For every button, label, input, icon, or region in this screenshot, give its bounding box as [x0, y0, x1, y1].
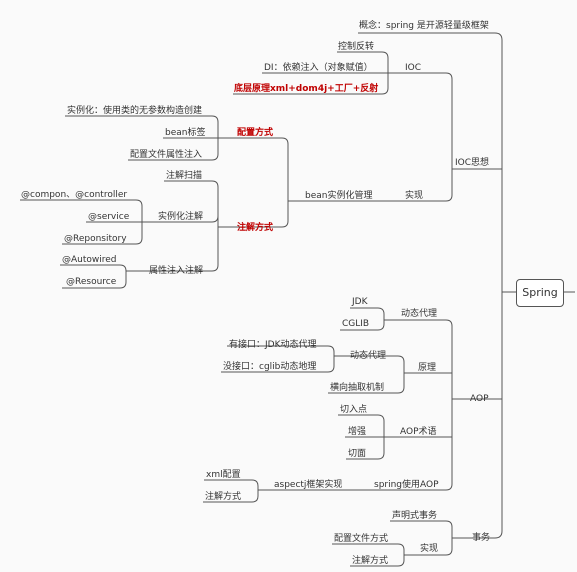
node-annotation-way[interactable]: 注解方式 [237, 223, 274, 233]
node-aop-horizontal[interactable]: 横向抽取机制 [330, 383, 385, 393]
node-anno-autowired[interactable]: @Autowired [62, 255, 117, 265]
node-aop-without-interface[interactable]: 没接口：cglib动态地理 [223, 362, 317, 372]
node-ioc[interactable]: IOC [405, 63, 422, 73]
node-cfg-bean-tag[interactable]: bean标签 [165, 128, 206, 138]
node-aop-dynamic-proxy[interactable]: 动态代理 [401, 309, 438, 319]
node-ioc-control-inversion[interactable]: 控制反转 [338, 42, 375, 52]
node-aop-dynamic-proxy-2[interactable]: 动态代理 [350, 351, 387, 361]
node-aop-principle[interactable]: 原理 [418, 363, 437, 373]
node-aop-spring-use[interactable]: spring使用AOP [374, 480, 439, 490]
node-anno-resource[interactable]: @Resource [66, 277, 117, 287]
node-tx-declarative[interactable]: 声明式事务 [392, 511, 438, 521]
node-ioc-di[interactable]: DI：依赖注入（对象赋值） [264, 63, 373, 73]
node-tx-annotation[interactable]: 注解方式 [352, 556, 389, 566]
node-aop-cglib[interactable]: CGLIB [342, 319, 370, 329]
node-aop-advice[interactable]: 增强 [348, 427, 367, 437]
node-transaction[interactable]: 事务 [472, 533, 491, 543]
node-config-way[interactable]: 配置方式 [237, 128, 274, 138]
node-anno-repository[interactable]: @Reponsitory [64, 234, 127, 244]
node-aop-annotation[interactable]: 注解方式 [205, 492, 242, 502]
node-aop-aspectj[interactable]: aspectj框架实现 [274, 480, 343, 490]
node-cfg-prop-injection[interactable]: 配置文件属性注入 [130, 150, 203, 160]
node-anno-compon[interactable]: @compon、@controller [21, 190, 128, 200]
node-anno-service[interactable]: @service [88, 212, 130, 222]
node-aop-terms[interactable]: AOP术语 [400, 427, 437, 437]
node-concept[interactable]: 概念：spring 是开源轻量级框架 [359, 21, 489, 31]
node-cfg-instance[interactable]: 实例化：使用类的无参数构造创建 [67, 106, 203, 116]
node-implementation[interactable]: 实现 [405, 191, 424, 201]
node-anno-scan[interactable]: 注解扫描 [166, 171, 203, 181]
node-tx-config-file[interactable]: 配置文件方式 [334, 534, 389, 544]
node-bean-management[interactable]: bean实例化管理 [305, 191, 373, 201]
node-aop-aspect[interactable]: 切面 [348, 449, 367, 459]
node-anno-prop-injection[interactable]: 属性注入注解 [149, 266, 204, 276]
node-ioc-thought[interactable]: IOC思想 [455, 158, 490, 168]
node-anno-instance[interactable]: 实例化注解 [158, 212, 204, 222]
node-aop-xml-config[interactable]: xml配置 [206, 470, 241, 480]
node-aop-with-interface[interactable]: 有接口：JDK动态代理 [229, 340, 317, 350]
node-aop[interactable]: AOP [470, 394, 489, 404]
node-ioc-low-level[interactable]: 底层原理xml+dom4j+工厂+反射 [234, 84, 379, 94]
node-aop-jdk[interactable]: JDK [352, 297, 368, 307]
node-tx-implementation[interactable]: 实现 [420, 544, 439, 554]
root-node-spring[interactable]: Spring [516, 279, 564, 307]
node-aop-pointcut[interactable]: 切入点 [340, 405, 368, 415]
